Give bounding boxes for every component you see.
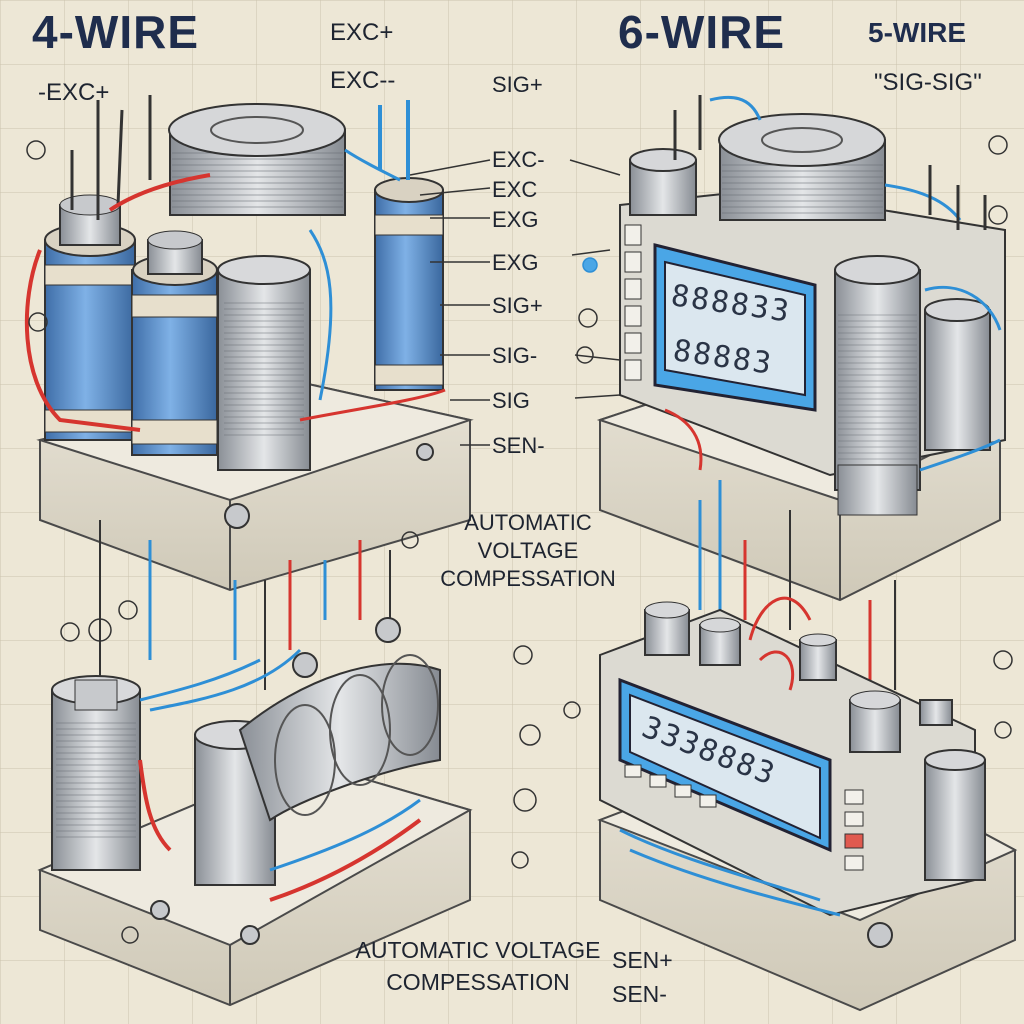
pin-dot (375, 617, 401, 643)
front-button-row (624, 764, 717, 808)
label-sen-plus: SEN+ (612, 947, 673, 973)
pin-label: SIG (492, 388, 530, 413)
pin-leader-lines (409, 159, 621, 446)
label-exc-top-b: EXC-- (330, 67, 395, 94)
label-exc-left: -EXC+ (38, 79, 109, 106)
coil-left-2 (131, 230, 218, 456)
lower-display-panel (618, 677, 832, 853)
caption-center-3: COMPESSATION (440, 566, 616, 591)
pin-dot (224, 503, 250, 529)
side-button-column (624, 224, 642, 381)
center-stack-left (217, 255, 311, 471)
side-buttons-red (844, 789, 864, 871)
coil-right-2 (924, 298, 991, 451)
top-drum-right (718, 113, 886, 221)
circle-markers (26, 135, 1013, 944)
roller-drums (194, 654, 441, 886)
coil-left-bottom (51, 675, 141, 871)
pin-label: EXC (492, 177, 537, 202)
label-sig-sig: "SIG-SIG" (874, 69, 982, 96)
coil-left-3 (374, 177, 444, 391)
title-right: 6-WIRE (618, 6, 785, 58)
right-interconnect-wires (698, 480, 896, 690)
pin-dot (416, 443, 434, 461)
pin-dot (292, 652, 318, 678)
caption-bottom-1: AUTOMATIC VOLTAGE (356, 937, 601, 963)
pin-label: EXC- (492, 147, 545, 172)
title-left: 4-WIRE (32, 6, 199, 58)
pin-label: SIG+ (492, 293, 543, 318)
right-lower-assembly (597, 596, 1018, 1012)
top-drum-left (168, 103, 346, 216)
label-exc-top-a: EXC+ (330, 19, 393, 46)
title-right-alt: 5-WIRE (868, 17, 966, 48)
terminal-knobs (644, 601, 953, 753)
label-sen-minus: SEN- (612, 981, 667, 1007)
upper-display-panel (653, 243, 817, 412)
pin-dot (240, 925, 260, 945)
left-upper-assembly (24, 95, 474, 592)
coil-right-1 (834, 255, 921, 516)
caption-center-2: VOLTAGE (478, 538, 579, 563)
caption-center-1: AUTOMATIC (464, 510, 592, 535)
pin-dot (867, 922, 893, 948)
pin-label: EXG (492, 250, 538, 275)
knob-right-top (629, 148, 697, 216)
label-sig-top: SIG+ (492, 72, 543, 97)
pin-label: EXG (492, 207, 538, 232)
left-lower-assembly (37, 617, 473, 1007)
pin-label: SIG- (492, 343, 537, 368)
pin-label: SEN- (492, 433, 545, 458)
pin-dot (150, 900, 170, 920)
caption-bottom-2: COMPESSATION (386, 969, 570, 995)
left-interconnect-wires (99, 520, 391, 690)
coil-right-bottom (924, 749, 986, 881)
coil-left-1 (44, 194, 136, 441)
